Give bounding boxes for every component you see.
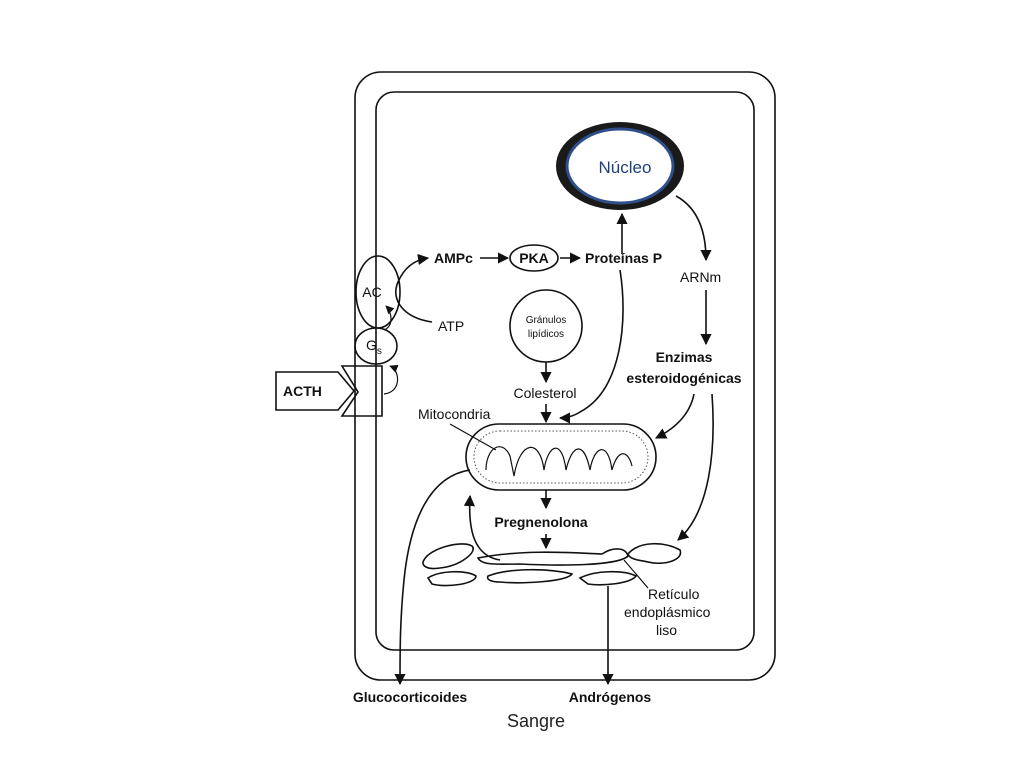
acth-receptor: ACTH <box>275 365 383 417</box>
arrow-nucleus-to-arnm <box>675 195 712 262</box>
nucleus: Núcleo <box>556 122 684 210</box>
mitochondria <box>465 423 657 491</box>
acth-label: ACTH <box>283 383 322 399</box>
blood-label: Sangre <box>507 711 565 731</box>
nucleus-label: Núcleo <box>599 158 652 177</box>
atp-label: ATP <box>438 318 464 334</box>
arnm-label: ARNm <box>680 269 721 285</box>
lipid-granules-label-2: lipídicos <box>528 329 564 340</box>
cholesterol-label: Colesterol <box>513 385 576 401</box>
smooth-er <box>422 542 682 587</box>
proteins-p-label: Proteínas P <box>585 250 662 266</box>
arrow-gs-to-ac <box>383 305 395 331</box>
ser-label-3: liso <box>656 622 677 638</box>
cell-inner-membrane <box>375 91 755 651</box>
arrow-receptor-to-gs <box>383 364 399 395</box>
enzymes-label-2: esteroidogénicas <box>626 370 741 386</box>
ac-label: AC <box>362 284 381 300</box>
ser-label-1: Retículo <box>648 586 700 602</box>
arrow-ser-to-mitochondria <box>463 494 501 561</box>
arrow-enzymes-to-mitochondria <box>654 393 695 439</box>
g-protein: Gs <box>354 327 398 365</box>
arrow-enzymes-to-ser <box>677 393 714 541</box>
ser-pointer <box>623 559 649 589</box>
adenylate-cyclase: AC <box>355 255 401 329</box>
androgens-label: Andrógenos <box>569 689 652 705</box>
lipid-granules-label-1: Gránulos <box>526 315 567 326</box>
arrow-proteins-to-mitochondria <box>558 269 624 424</box>
arrow-to-glucocorticoids <box>394 469 471 686</box>
mitochondria-pointer <box>449 423 497 451</box>
ampc-label: AMPc <box>434 250 473 266</box>
lipid-granules <box>509 289 583 363</box>
ser-label-2: endoplásmico <box>624 604 711 620</box>
pka-label: PKA <box>519 250 549 266</box>
enzymes-label-1: Enzimas <box>656 349 713 365</box>
pka-node <box>509 244 559 272</box>
pregnenolone-label: Pregnenolona <box>494 514 588 530</box>
arrow-atp-to-ampc <box>395 253 433 323</box>
mitochondria-label: Mitocondria <box>418 406 491 422</box>
glucocorticoids-label: Glucocorticoides <box>353 689 468 705</box>
gs-label: Gs <box>366 337 382 357</box>
cell-outer-membrane <box>354 71 776 681</box>
